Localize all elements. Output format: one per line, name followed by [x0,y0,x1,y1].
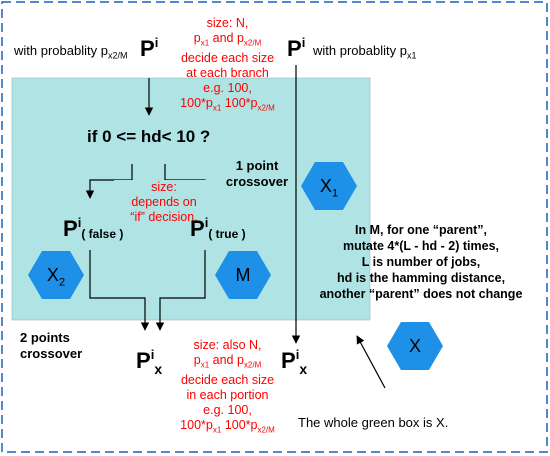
arrow-if-to-false [85,164,133,199]
bottom-size-note: size: also N, px1 and px2/M decide each … [180,338,275,434]
mutation-note: In M, for one “parent”, mutate 4*(L - hd… [319,223,523,301]
parent-left: Pi [140,35,159,61]
prob-label-left: with probablity px2/M [14,43,128,61]
hexagon-m-label: M [235,265,251,285]
if-condition: if 0 <= hd< 10 ? [87,127,211,146]
prob-label-right: with probablity px1 [313,43,417,61]
offspring-right: Pix [281,347,308,377]
arrow-false-to-px [89,250,150,331]
parent-right: Pi [287,35,306,61]
hexagon-x [387,322,443,370]
whole-box-note: The whole green box is X. [298,415,449,430]
hexagon-x2 [28,251,84,299]
hexagon-x1 [301,162,357,210]
hexagon-m [215,251,271,299]
one-point-crossover-label: 1 point crossover [225,158,289,189]
two-points-crossover-label: 2 points crossover [20,330,83,361]
parent-true: Pi( true ) [190,215,246,241]
hexagon-x1-label: X1 [319,176,339,200]
top-size-note: size: N, px1 and px2/M decide each size … [180,16,275,112]
arrow-note-to-x [356,335,386,389]
parent-false: Pi( false ) [63,215,124,241]
mid-size-note: size: depends on “if” decision, [114,180,214,225]
arrow-true-to-px [155,250,206,331]
offspring-left: Pix [136,347,163,377]
hexagon-x-label: X [408,336,421,356]
hexagon-x2-label: X2 [46,265,66,289]
